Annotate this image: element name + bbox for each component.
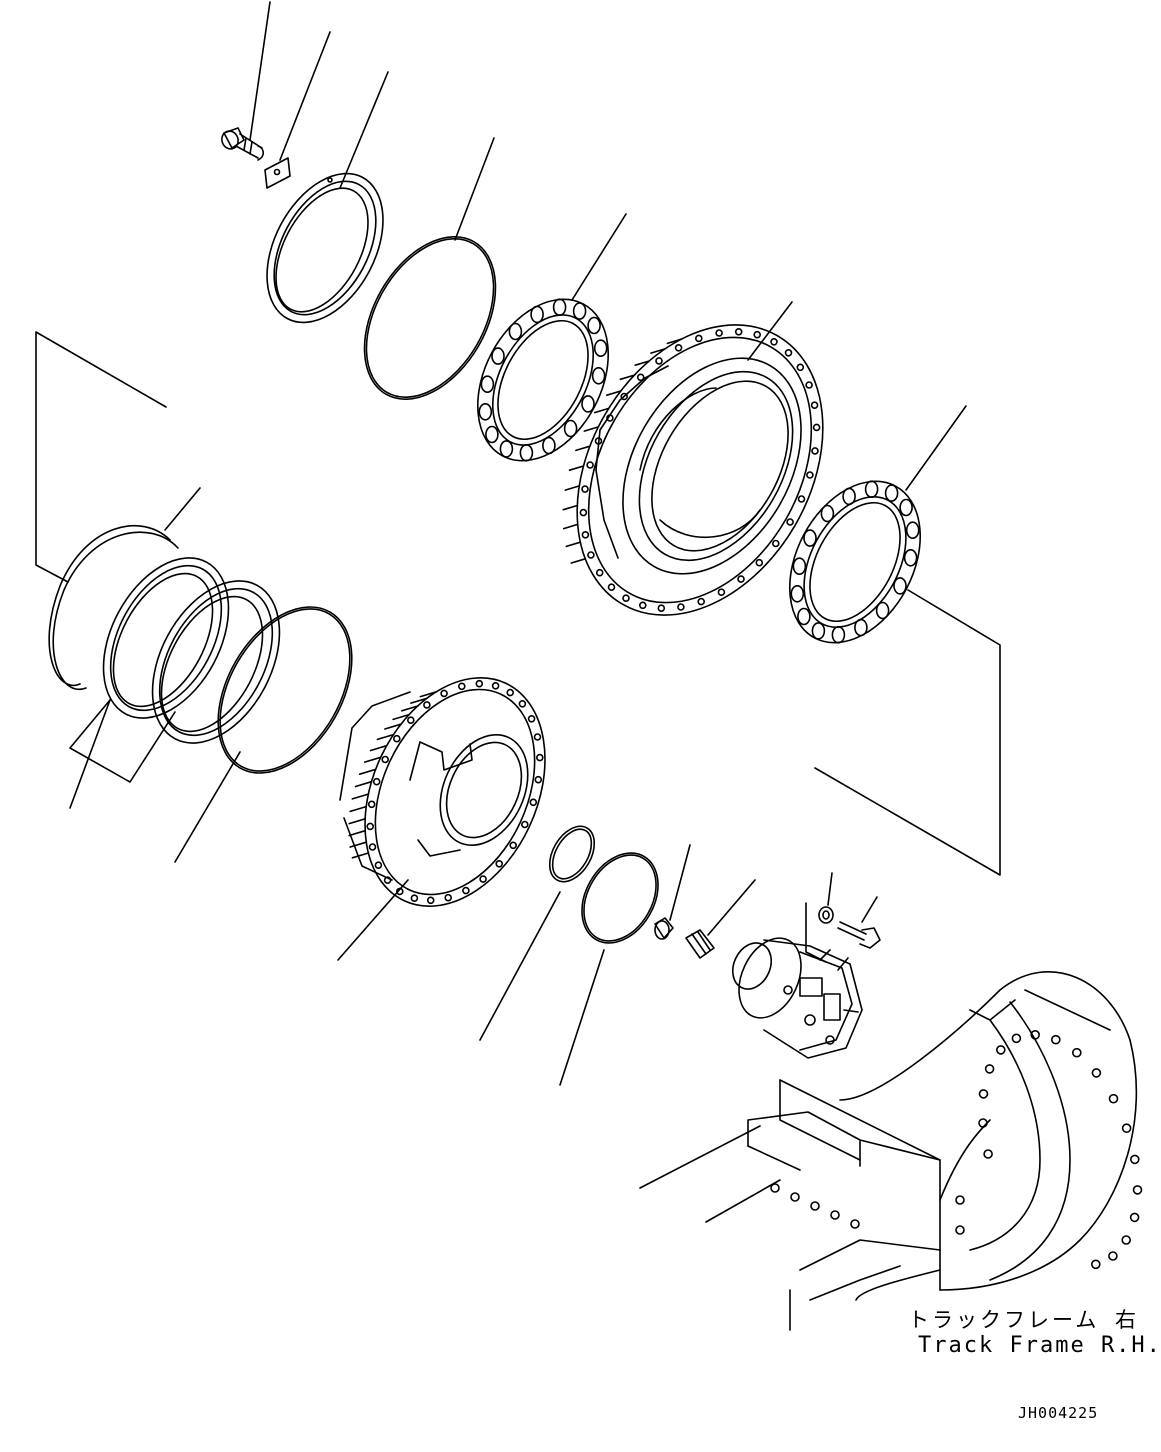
bolt-right [837, 921, 881, 949]
leader-lines [164, 1, 967, 1086]
o-ring-small [581, 852, 659, 944]
drawing-code: JH004225 [1018, 1404, 1099, 1422]
small-ring [548, 825, 596, 883]
retainer-ring [266, 172, 384, 324]
bearing-lower [788, 480, 922, 644]
bearing-upper [476, 298, 610, 462]
travel-motor [731, 902, 863, 1059]
snap-ring-left [48, 525, 179, 691]
group-brackets [35, 331, 1001, 876]
sprocket-drum [339, 677, 546, 907]
hub-housing [562, 324, 824, 616]
plug [654, 917, 674, 940]
lock-plate [264, 157, 291, 189]
seal-ring-a [102, 557, 230, 719]
o-ring-left [217, 606, 353, 774]
o-ring-large [363, 236, 497, 400]
seal-ring-b [151, 580, 281, 744]
track-frame [639, 971, 1143, 1331]
track-frame-label-english: Track Frame R.H. [918, 1333, 1161, 1358]
washer-right [818, 906, 834, 924]
track-frame-label-japanese: トラックフレーム 右 [908, 1308, 1140, 1332]
bolt-top [221, 127, 265, 161]
fitting [685, 929, 715, 959]
